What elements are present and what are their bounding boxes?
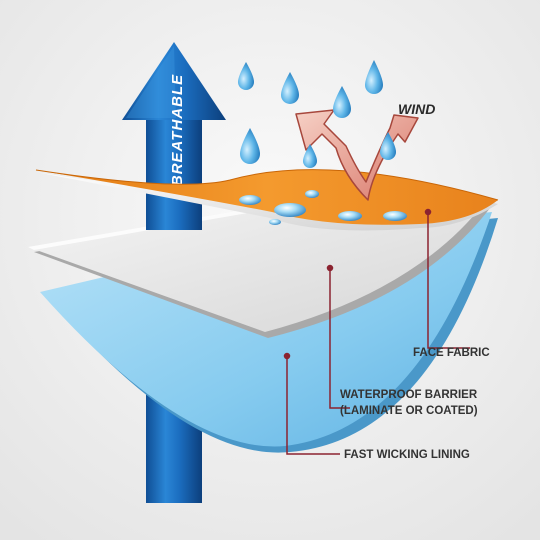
raindrop-icon (281, 72, 299, 104)
fast-wicking-lining-label: FAST WICKING LINING (344, 449, 470, 461)
face-fabric-label: FACE FABRIC (413, 347, 490, 359)
waterproof-barrier-label: WATERPROOF BARRIER (340, 389, 478, 401)
face-fabric-callout-line (427, 212, 470, 349)
wind-arrow: WIND (295, 101, 435, 201)
raindrop-icon (240, 128, 260, 164)
raindrop-icon (333, 86, 351, 118)
raindrop-icon (365, 60, 383, 94)
lining-callout-line (286, 356, 340, 455)
breathable-arrow: BREATHABLE (122, 42, 226, 230)
barrier-callout-line (329, 268, 350, 409)
breathable-label: BREATHABLE (169, 74, 186, 186)
rain-drops (238, 60, 396, 168)
water-beads (239, 190, 407, 225)
raindrop-icon (303, 144, 317, 168)
raindrop-icon (238, 62, 254, 90)
raindrop-icon (380, 132, 396, 160)
wind-label: WIND (398, 101, 435, 117)
face-fabric-layer (35, 169, 499, 231)
waterproof-barrier-sublabel: (LAMINATE OR COATED) (340, 405, 478, 417)
callout-lines (283, 208, 470, 455)
